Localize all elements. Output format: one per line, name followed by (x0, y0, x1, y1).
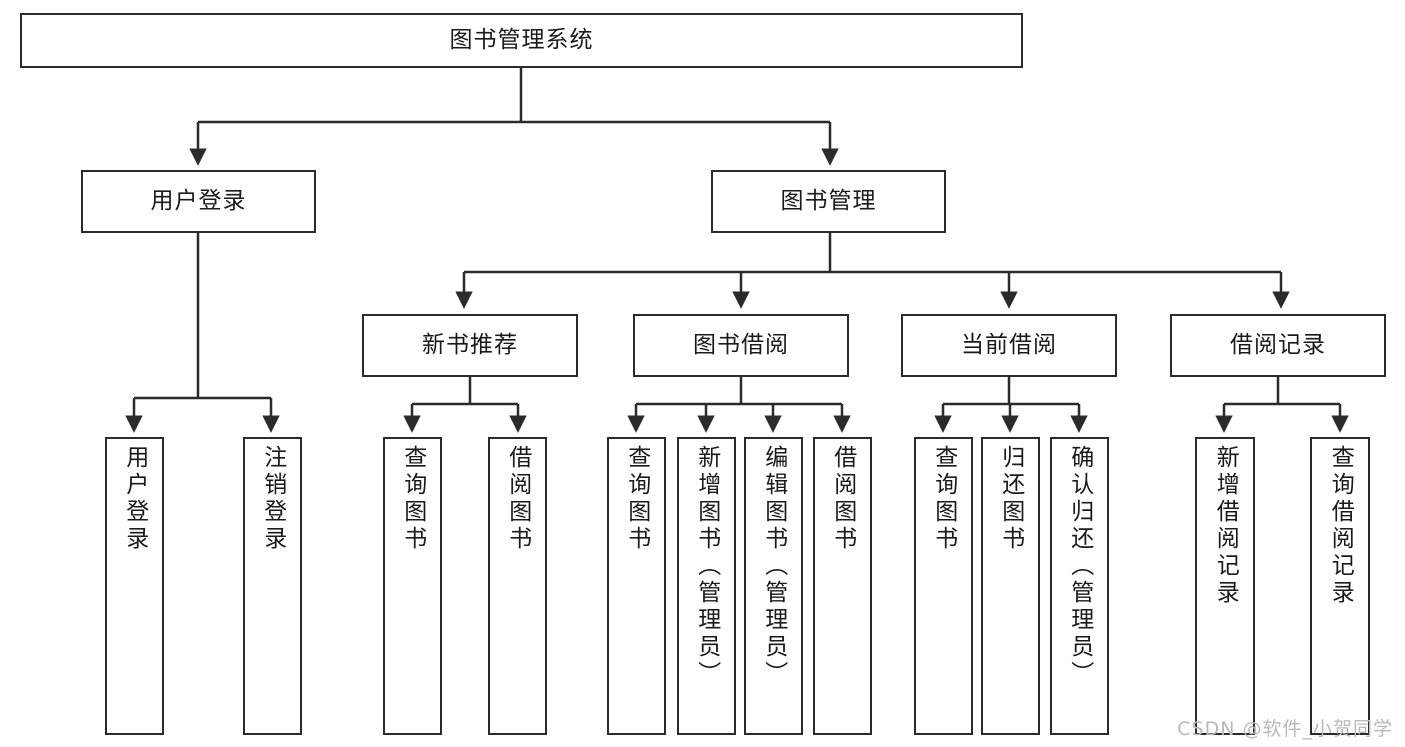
leaf-recommend-borrow-book[interactable]: 借阅图书 (488, 437, 547, 735)
leaf-records-add-record[interactable]: 新增借阅记录 (1195, 437, 1255, 735)
leaf-current-query-book[interactable]: 查询图书 (914, 437, 973, 735)
node-label: 图书管理 (780, 188, 877, 215)
node-label: 用户登录 (121, 445, 148, 553)
leaf-user-login-logout[interactable]: 注销登录 (243, 437, 302, 735)
node-label: 查询图书 (399, 445, 426, 553)
node-label: 查询借阅记录 (1327, 445, 1354, 607)
csdn-watermark: CSDN @软件_小贺同学 (1177, 718, 1393, 740)
node-new-book-recommend[interactable]: 新书推荐 (362, 314, 578, 377)
leaf-borrow-borrow-book[interactable]: 借阅图书 (813, 437, 872, 735)
node-label: 编辑图书（管理员） (760, 445, 787, 688)
node-label: 借阅图书 (504, 445, 531, 553)
leaf-borrow-edit-book-admin[interactable]: 编辑图书（管理员） (744, 437, 803, 735)
node-label: 查询图书 (930, 445, 957, 553)
node-borrow-records[interactable]: 借阅记录 (1170, 314, 1386, 377)
leaf-user-login-login[interactable]: 用户登录 (105, 437, 164, 735)
node-label: 归还图书 (997, 445, 1024, 553)
node-root-system[interactable]: 图书管理系统 (20, 13, 1023, 68)
node-user-login[interactable]: 用户登录 (81, 170, 316, 233)
node-label: 注销登录 (259, 445, 286, 553)
node-label: 用户登录 (150, 188, 247, 215)
node-label: 查询图书 (623, 445, 650, 553)
node-label: 图书借阅 (693, 332, 789, 359)
node-current-borrow[interactable]: 当前借阅 (901, 314, 1117, 377)
node-label: 借阅记录 (1230, 332, 1326, 359)
leaf-recommend-query-book[interactable]: 查询图书 (383, 437, 442, 735)
node-book-borrow[interactable]: 图书借阅 (633, 314, 849, 377)
node-label: 当前借阅 (961, 332, 1057, 359)
leaf-current-confirm-return-admin[interactable]: 确认归还（管理员） (1050, 437, 1109, 735)
node-label: 图书管理系统 (449, 27, 594, 54)
leaf-current-return-book[interactable]: 归还图书 (981, 437, 1040, 735)
node-label: 新书推荐 (422, 332, 518, 359)
node-book-management[interactable]: 图书管理 (711, 170, 946, 233)
leaf-records-query-record[interactable]: 查询借阅记录 (1310, 437, 1370, 735)
leaf-borrow-add-book-admin[interactable]: 新增图书（管理员） (677, 437, 736, 735)
node-label: 确认归还（管理员） (1066, 445, 1093, 688)
node-label: 借阅图书 (829, 445, 856, 553)
node-label: 新增图书（管理员） (693, 445, 720, 688)
leaf-borrow-query-book[interactable]: 查询图书 (607, 437, 666, 735)
node-label: 新增借阅记录 (1212, 445, 1239, 607)
